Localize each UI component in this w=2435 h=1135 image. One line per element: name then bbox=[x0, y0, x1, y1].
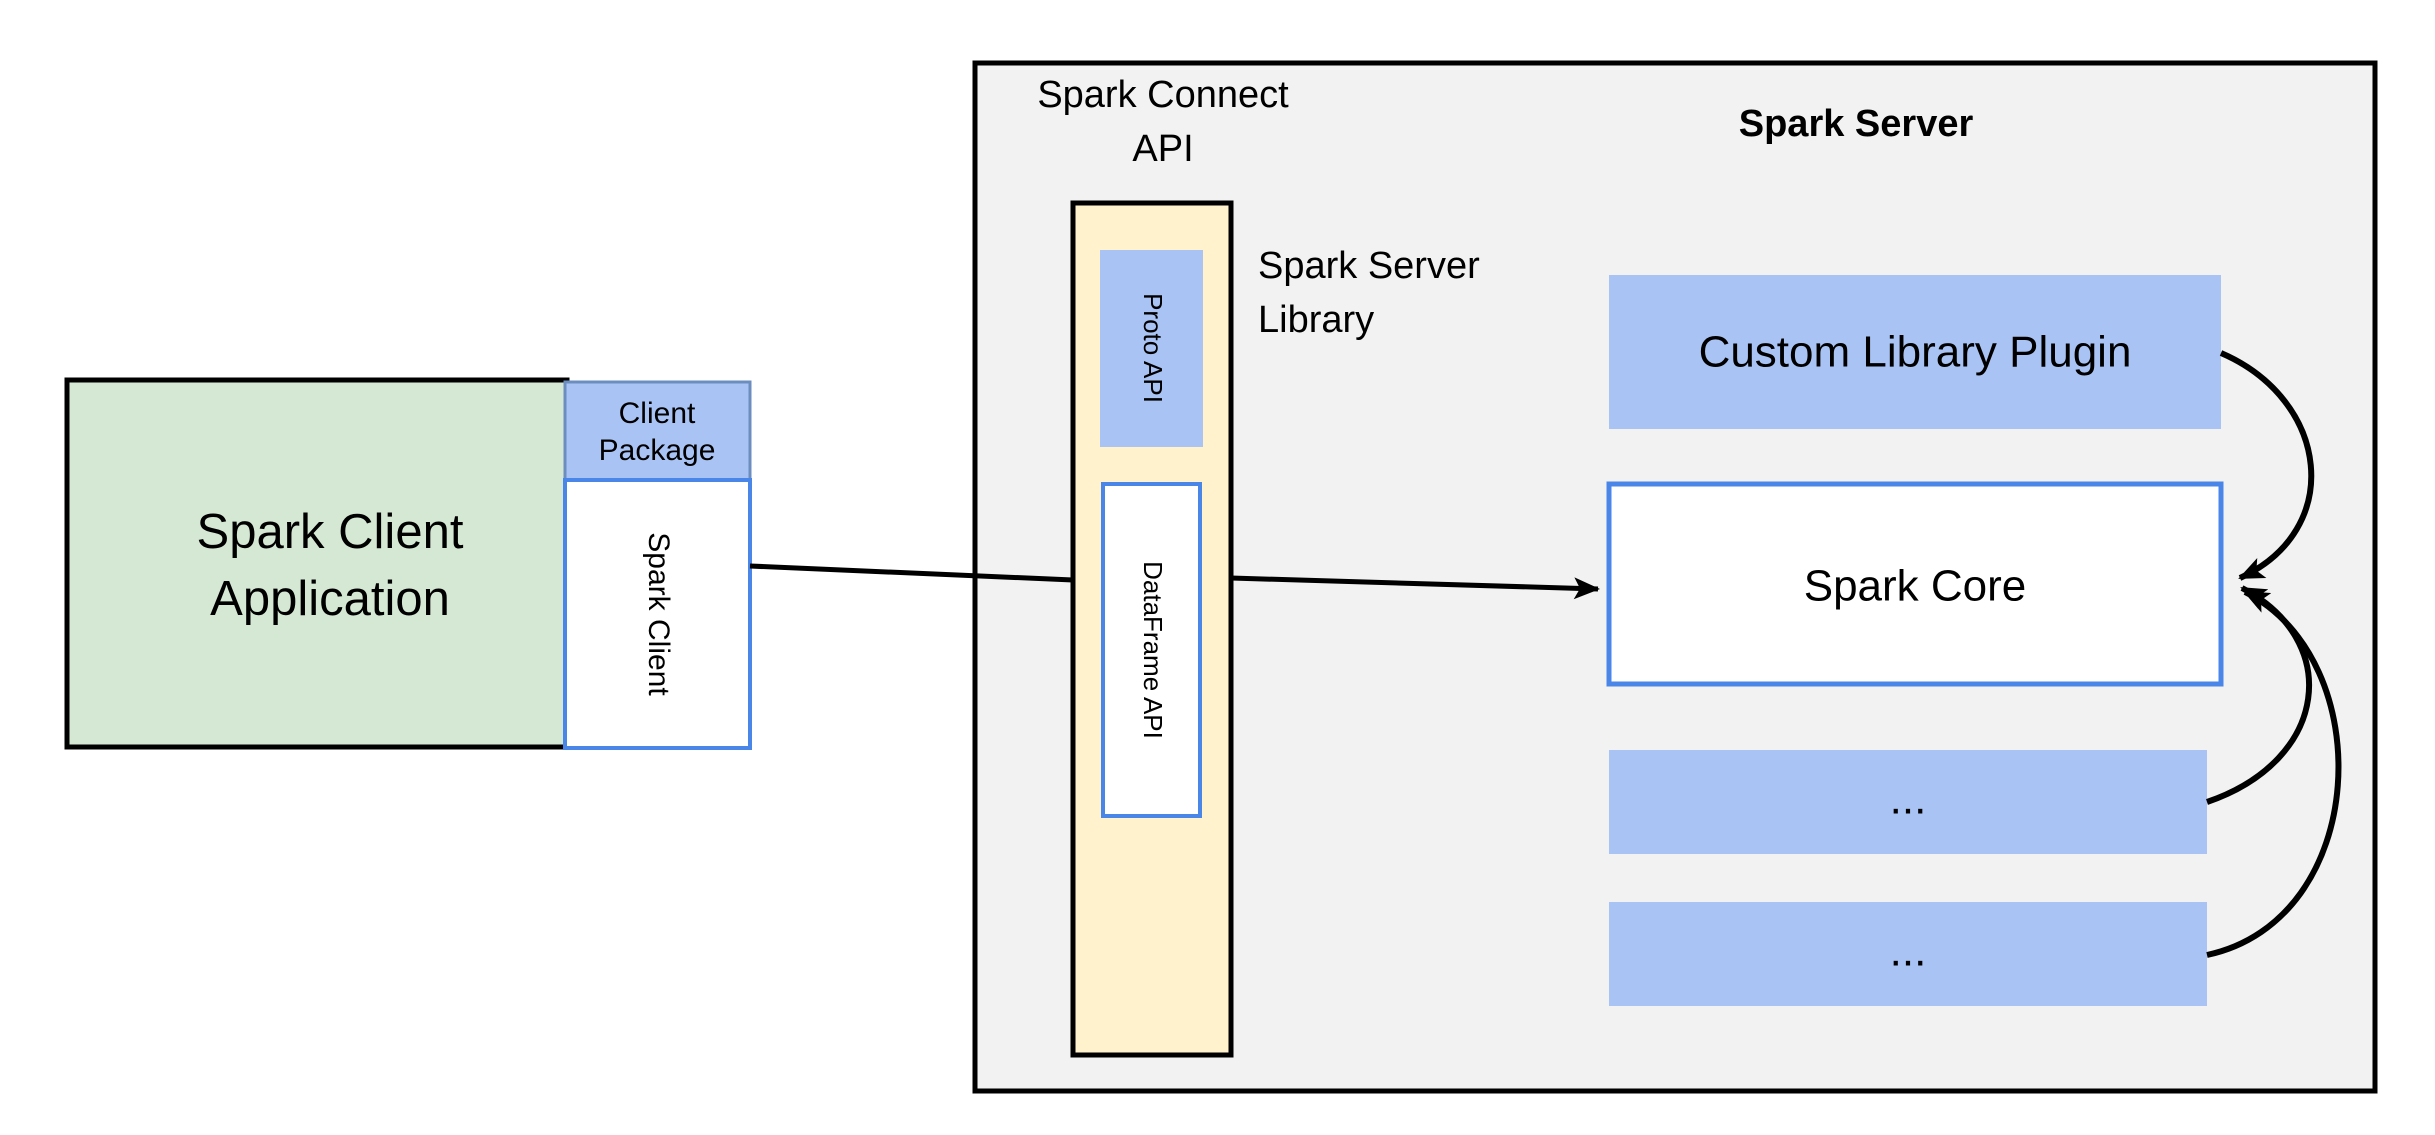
custom-library-plugin-box[interactable] bbox=[1609, 275, 2221, 429]
proto-api-label: Proto API bbox=[1138, 293, 1168, 403]
dots-box-2[interactable] bbox=[1609, 902, 2207, 1006]
spark-server-title: Spark Server bbox=[1739, 103, 1974, 145]
spark-core-label: Spark Core bbox=[1804, 562, 2027, 611]
client-package-label-line2: Package bbox=[599, 434, 716, 467]
spark-core-box[interactable] bbox=[1606, 481, 2224, 687]
spark-client-application-label-line2: Application bbox=[210, 572, 450, 626]
spark-client-application-label-line1: Spark Client bbox=[197, 505, 464, 559]
spark-connect-api-label-line1: Spark Connect bbox=[1037, 74, 1289, 116]
arrow-dots2-to-spark-core bbox=[2206, 589, 2342, 958]
dataframe-api-label: DataFrame API bbox=[1138, 561, 1168, 739]
dots-box-2-label: ... bbox=[1890, 927, 1927, 976]
custom-library-plugin-label: Custom Library Plugin bbox=[1699, 328, 2132, 377]
arrow-connect-api-to-spark-core bbox=[1230, 575, 1600, 600]
spark-server-library-label-line1: Spark Server bbox=[1258, 245, 1480, 287]
spark-client-label: Spark Client bbox=[642, 532, 675, 696]
spark-server-library-label-line2: Library bbox=[1258, 299, 1374, 341]
spark-client-box[interactable] bbox=[563, 478, 752, 750]
dataframe-api-box[interactable] bbox=[1101, 482, 1202, 818]
client-package-box[interactable] bbox=[563, 380, 752, 482]
arrow-plugin-to-spark-core bbox=[2219, 350, 2315, 581]
dots-box-1[interactable] bbox=[1609, 750, 2207, 854]
connector-client-to-connect-api bbox=[749, 563, 1074, 583]
spark-connect-api-label-line2: API bbox=[1132, 128, 1193, 170]
spark-client-application-box[interactable] bbox=[64, 377, 570, 750]
client-package-label-line1: Client bbox=[619, 397, 696, 430]
dots-box-1-label: ... bbox=[1890, 775, 1927, 824]
proto-api-box[interactable] bbox=[1100, 250, 1203, 447]
